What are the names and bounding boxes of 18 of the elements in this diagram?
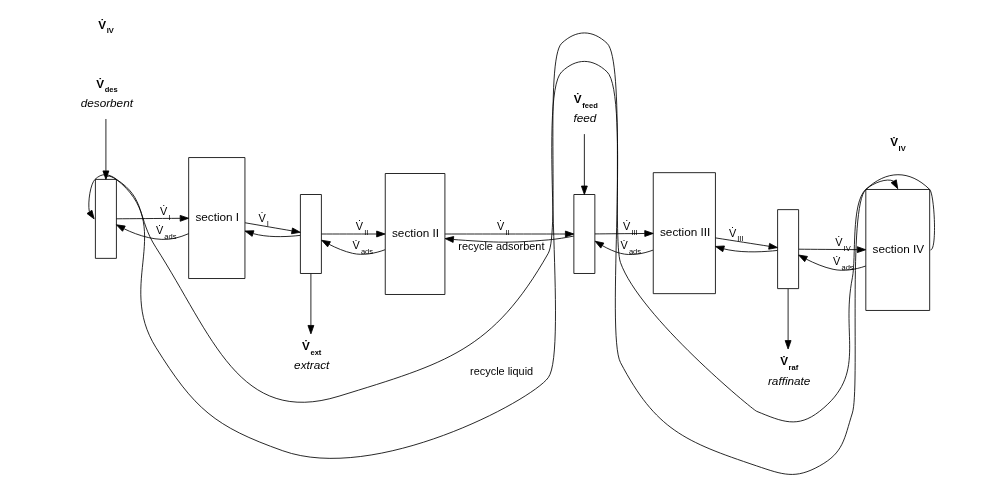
edge-label: V̇$_{I}$: [160, 205, 171, 222]
edge-label: recycle liquid: [470, 364, 534, 377]
node-text: V̇$_{raf}$ raffinate: [767, 354, 811, 387]
edge-label: recycle adsorbent: [458, 240, 545, 253]
edge-label: V̇$_{III}$: [728, 226, 744, 244]
label: V̇$_{IV}$: [890, 135, 906, 153]
edge-label: V̇$_{II}$: [355, 220, 369, 237]
edge-label: V̇$_{ads}$: [833, 255, 854, 272]
edge-label: V̇$_{III}$: [623, 220, 638, 237]
label: V̇$_{IV}$: [98, 17, 114, 36]
edge-label: V̇$_{ads}$: [155, 224, 177, 241]
edge-label: V̇$_{ads}$: [620, 239, 642, 256]
edge-label: V̇$_{I}$: [258, 211, 269, 229]
node-text: V̇$_{des}$ desorbent: [80, 76, 133, 110]
node-text: V̇$_{ext}$ extract: [294, 339, 330, 372]
edge-label: V̇$_{ads}$: [352, 239, 374, 256]
edge-label: V̇$_{II}$: [497, 220, 510, 237]
node-text: V̇$_{feed}$ feed: [573, 92, 598, 125]
